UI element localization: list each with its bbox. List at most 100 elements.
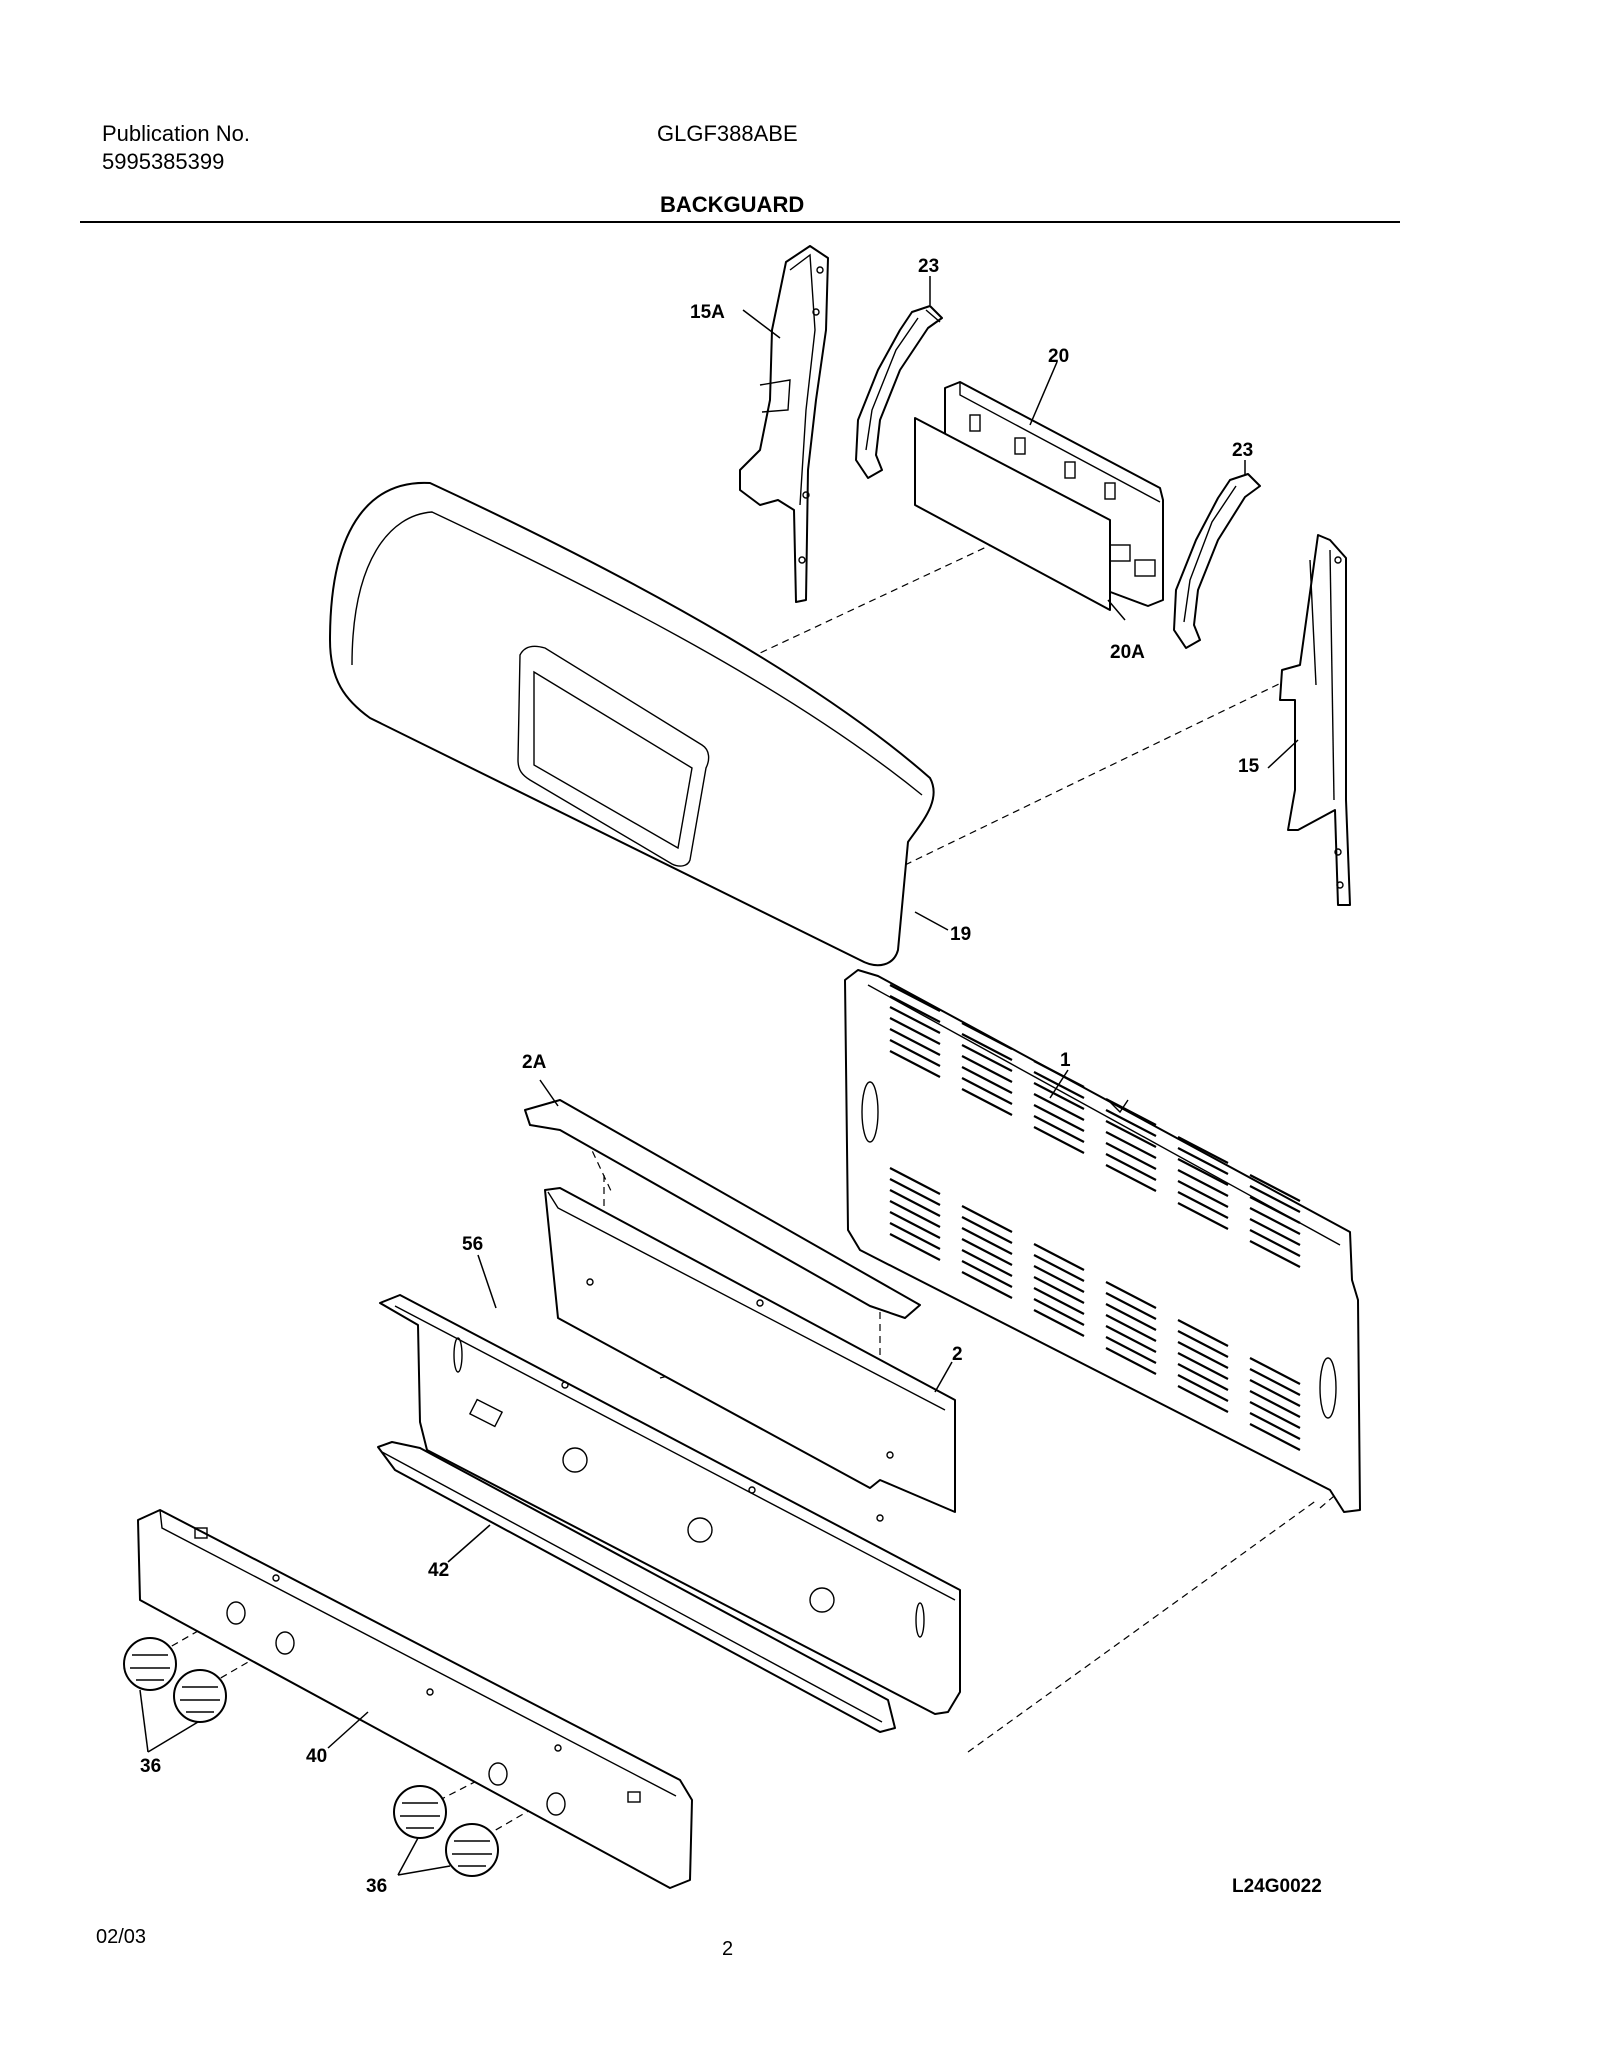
vent-slot	[961, 1088, 1013, 1116]
vent-slot	[1177, 1136, 1229, 1164]
part-40-control-panel	[137, 1509, 693, 1889]
knob	[393, 1785, 447, 1839]
callout-2: 2	[952, 1344, 963, 1365]
part-36-knobs	[123, 1637, 499, 1877]
vent-slot	[1249, 1207, 1301, 1235]
section-title: BACKGUARD	[660, 192, 805, 217]
vent-slot	[889, 984, 941, 1012]
vent-slot	[1249, 1218, 1301, 1246]
vent-slot	[1177, 1352, 1229, 1380]
vent-slot	[1033, 1082, 1085, 1110]
vent-slot	[961, 1227, 1013, 1255]
vent-slot	[1249, 1174, 1301, 1202]
vent-slot	[1033, 1115, 1085, 1143]
vent-slot	[961, 1271, 1013, 1299]
vent-slot	[1033, 1104, 1085, 1132]
vent-slot	[1249, 1412, 1301, 1440]
callout-15A: 15A	[690, 302, 725, 323]
vent-slot	[1105, 1164, 1157, 1192]
callout-23-left: 23	[918, 256, 939, 277]
vent-slot	[1033, 1126, 1085, 1154]
vent-slot	[1177, 1202, 1229, 1230]
vent-slot	[1033, 1243, 1085, 1271]
vent-slot	[1105, 1336, 1157, 1364]
callout-19: 19	[950, 924, 971, 945]
page-number: 2	[722, 1938, 734, 1960]
callout-labels: 15A 23 20 23 20A 15 19 1 2A 56 2 42 36 4…	[140, 256, 1322, 1897]
header-divider	[80, 221, 1400, 223]
vent-slot	[1033, 1276, 1085, 1304]
vent-slot	[1249, 1401, 1301, 1429]
vent-slot	[1105, 1098, 1157, 1126]
vent-slot	[889, 1028, 941, 1056]
vent-slot	[961, 1066, 1013, 1094]
knob	[123, 1637, 177, 1691]
vent-slot	[1105, 1153, 1157, 1181]
knob	[445, 1823, 499, 1877]
vent-slot	[1177, 1147, 1229, 1175]
callout-56: 56	[462, 1234, 483, 1255]
vent-slot	[1177, 1374, 1229, 1402]
vent-slot	[1249, 1379, 1301, 1407]
callout-15: 15	[1238, 756, 1260, 777]
vent-slot	[889, 1039, 941, 1067]
vent-slot	[961, 1055, 1013, 1083]
vent-slot	[961, 1260, 1013, 1288]
part-23-left-bracket	[855, 305, 943, 479]
vent-slot	[1177, 1341, 1229, 1369]
vent-slot	[961, 1238, 1013, 1266]
vent-slot	[1249, 1229, 1301, 1257]
vent-slot	[1033, 1287, 1085, 1315]
vent-slot	[889, 1200, 941, 1228]
vent-slot	[1033, 1254, 1085, 1282]
vent-slot	[1177, 1158, 1229, 1186]
vent-slot	[1177, 1319, 1229, 1347]
part-56-manifold-panel	[379, 1294, 961, 1715]
vent-slot	[1105, 1131, 1157, 1159]
vent-slot	[1105, 1303, 1157, 1331]
part-15A-left-end-cap	[739, 245, 829, 603]
vent-slot	[889, 1233, 941, 1261]
callout-20: 20	[1048, 346, 1069, 367]
vent-slot	[1105, 1347, 1157, 1375]
knob	[173, 1669, 227, 1723]
callout-40: 40	[306, 1746, 327, 1767]
vent-slot	[961, 1216, 1013, 1244]
vent-slot	[1177, 1191, 1229, 1219]
vent-slot	[889, 1006, 941, 1034]
vent-slot	[961, 1022, 1013, 1050]
vent-slot	[1033, 1298, 1085, 1326]
vent-slot	[1105, 1109, 1157, 1137]
vent-slot	[1105, 1142, 1157, 1170]
callout-20A: 20A	[1110, 642, 1145, 663]
callout-leaders	[139, 276, 1299, 1876]
vent-slot	[1177, 1330, 1229, 1358]
part-1-rear-panel	[844, 969, 1361, 1513]
vent-slot	[961, 1249, 1013, 1277]
vent-slot	[1177, 1180, 1229, 1208]
part-20A-overlay	[914, 417, 1111, 611]
vent-slot	[961, 1077, 1013, 1105]
vent-slot	[889, 1178, 941, 1206]
vent-slot	[1033, 1060, 1085, 1088]
vent-slot	[889, 995, 941, 1023]
part-23-right-bracket	[1173, 473, 1261, 649]
vent-slot	[1105, 1120, 1157, 1148]
vent-slot	[1249, 1240, 1301, 1268]
vent-slot	[1177, 1363, 1229, 1391]
vent-slot	[1177, 1385, 1229, 1413]
vent-slot	[1105, 1292, 1157, 1320]
diagram-id: L24G0022	[1232, 1876, 1322, 1897]
publication-label: Publication No.	[102, 121, 250, 146]
vent-slot	[1033, 1093, 1085, 1121]
vent-slot	[889, 1167, 941, 1195]
vent-slot	[1249, 1390, 1301, 1418]
model-number: GLGF388ABE	[657, 121, 798, 146]
callout-1: 1	[1060, 1050, 1071, 1071]
vent-slot	[889, 1050, 941, 1078]
vent-slot	[889, 1222, 941, 1250]
callout-36-upper: 36	[140, 1756, 161, 1777]
vent-slot	[1249, 1196, 1301, 1224]
callout-42: 42	[428, 1560, 449, 1581]
